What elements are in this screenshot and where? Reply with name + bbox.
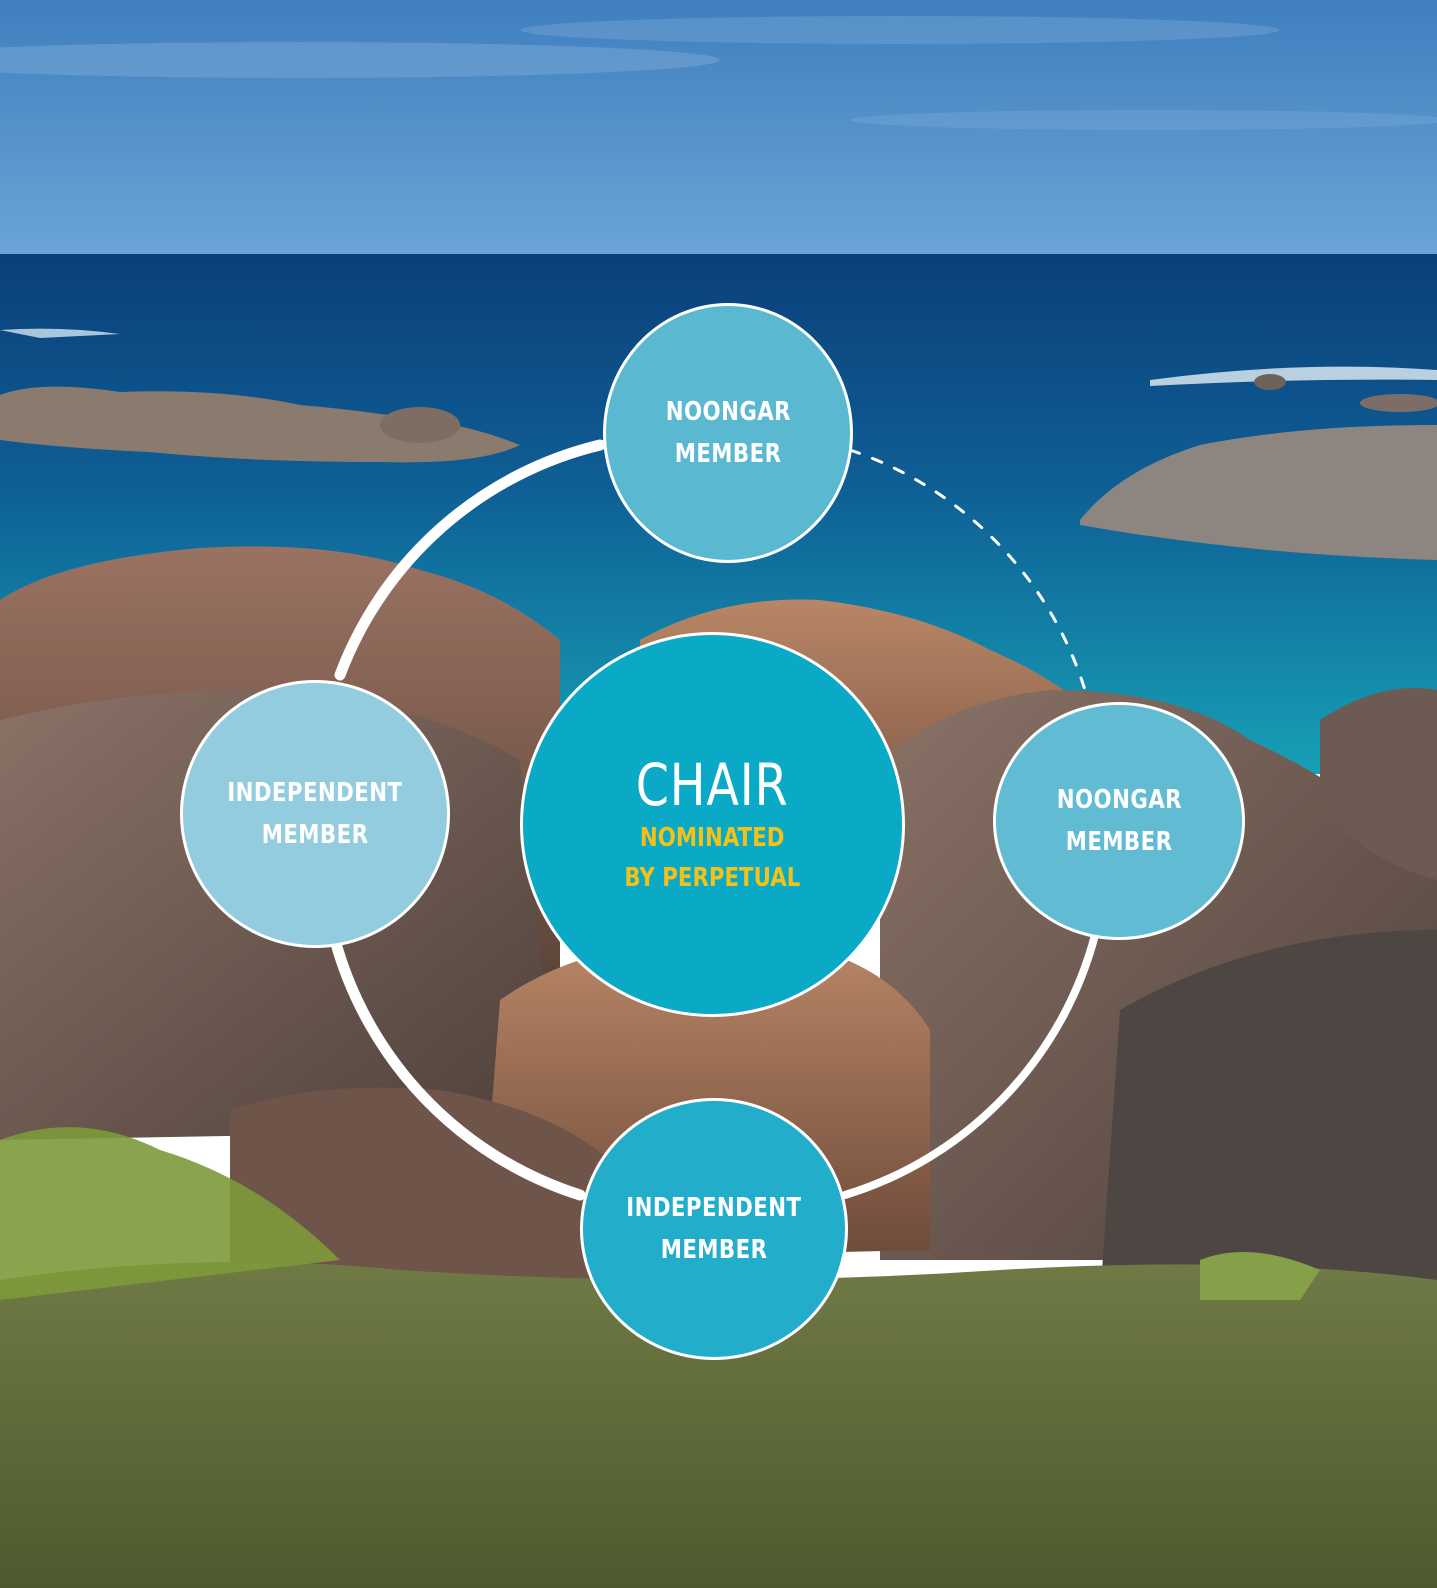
node-top-line1: NOONGAR [665,397,791,427]
ring-arc-top-left [334,439,606,681]
ring-arc-bottom-left [329,934,586,1201]
node-right-line1: NOONGAR [1056,785,1182,815]
node-bottom-line2: MEMBER [660,1235,768,1265]
chair-subtitle-line2: BY PERPETUAL [624,862,801,893]
noongar-member-node-top: NOONGAR MEMBER [603,303,853,563]
noongar-member-node-right: NOONGAR MEMBER [993,702,1245,940]
independent-member-node-left: INDEPENDENT MEMBER [180,680,450,948]
chair-title: CHAIR [636,750,789,819]
node-left-line2: MEMBER [261,820,369,850]
scrub-foreground [0,1262,1437,1588]
ring-arc-bottom-right [841,931,1099,1199]
node-top-line2: MEMBER [674,439,782,469]
ring-arc-top-right [848,448,1087,692]
board-ring [329,439,1099,1201]
node-left-line1: INDEPENDENT [227,778,403,808]
node-right-line2: MEMBER [1065,827,1173,857]
node-bottom-line1: INDEPENDENT [626,1193,802,1223]
chair-subtitle-line1: NOMINATED [640,822,785,853]
chair-node: CHAIR NOMINATED BY PERPETUAL [520,632,905,1017]
green-shrub [0,1127,340,1300]
independent-member-node-bottom: INDEPENDENT MEMBER [580,1098,848,1360]
distant-rocks-left [0,386,520,463]
distant-rocks-right [1080,425,1437,560]
sky [0,0,1437,256]
